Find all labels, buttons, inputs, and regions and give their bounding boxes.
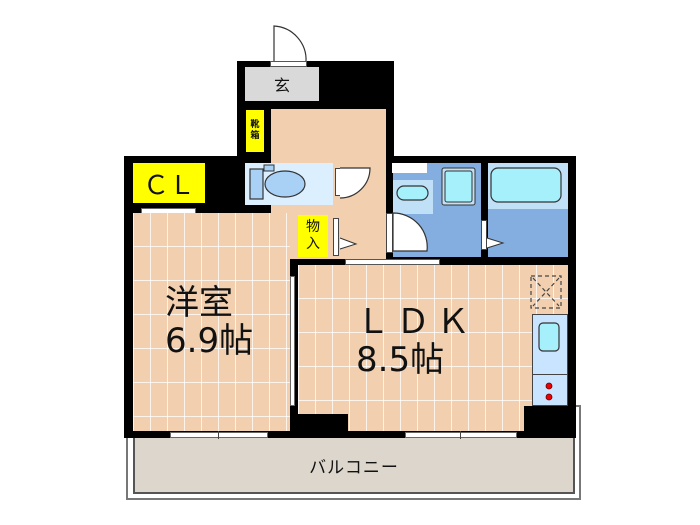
western-room [133, 213, 290, 431]
stove-burner-icon [545, 382, 553, 401]
genkan: 玄 [245, 67, 319, 101]
ldk [298, 265, 568, 431]
bathroom-door[interactable] [481, 220, 487, 250]
bathroom-door-icon [486, 237, 505, 249]
counter-divider [532, 374, 568, 375]
ldk-label: ＬＤＫ 8.5帖 [356, 303, 476, 379]
ldk-window[interactable] [405, 432, 517, 438]
balcony: バルコニー [133, 436, 575, 494]
balcony-label: バルコニー [309, 457, 399, 478]
washroom-shelf [392, 163, 427, 173]
washroom-door-swing-icon [392, 212, 428, 252]
western-window-divider [218, 431, 219, 439]
kitchen-pillar [524, 406, 576, 436]
refrigerator-space-icon [530, 275, 562, 309]
closet: ＣＬ [133, 163, 205, 203]
ldk-door[interactable] [345, 259, 440, 265]
ldk-size: 8.5帖 [356, 340, 445, 380]
storage-door[interactable] [333, 218, 339, 256]
western-room-window[interactable] [170, 432, 268, 438]
ldk-pillar [293, 414, 348, 436]
toilet-door-swing-icon [339, 167, 371, 199]
western-room-name: 洋室 [165, 283, 233, 323]
washroom-door[interactable] [386, 213, 393, 253]
western-room-label: 洋室 6.9帖 [165, 284, 253, 360]
room-sliding-door[interactable] [290, 276, 295, 406]
storage: 物 入 [298, 215, 328, 257]
entrance-door-icon [273, 25, 307, 63]
shoe-box-label: 靴 箱 [250, 120, 260, 141]
shoe-box: 靴 箱 [246, 110, 264, 152]
western-room-size: 6.9帖 [165, 321, 254, 361]
closet-label: ＣＬ [142, 170, 195, 201]
entrance-door[interactable] [270, 61, 307, 67]
genkan-label: 玄 [273, 76, 290, 95]
washing-machine-icon [441, 167, 476, 206]
bathtub-icon [490, 167, 562, 203]
toilet-icon [249, 164, 306, 200]
ldk-name: ＬＤＫ [356, 302, 476, 342]
kitchen-sink-icon [538, 322, 560, 352]
storage-door-icon [339, 237, 358, 250]
ldk-window-divider [460, 431, 461, 439]
storage-label: 物 入 [306, 219, 320, 252]
wash-basin-icon [396, 185, 429, 201]
